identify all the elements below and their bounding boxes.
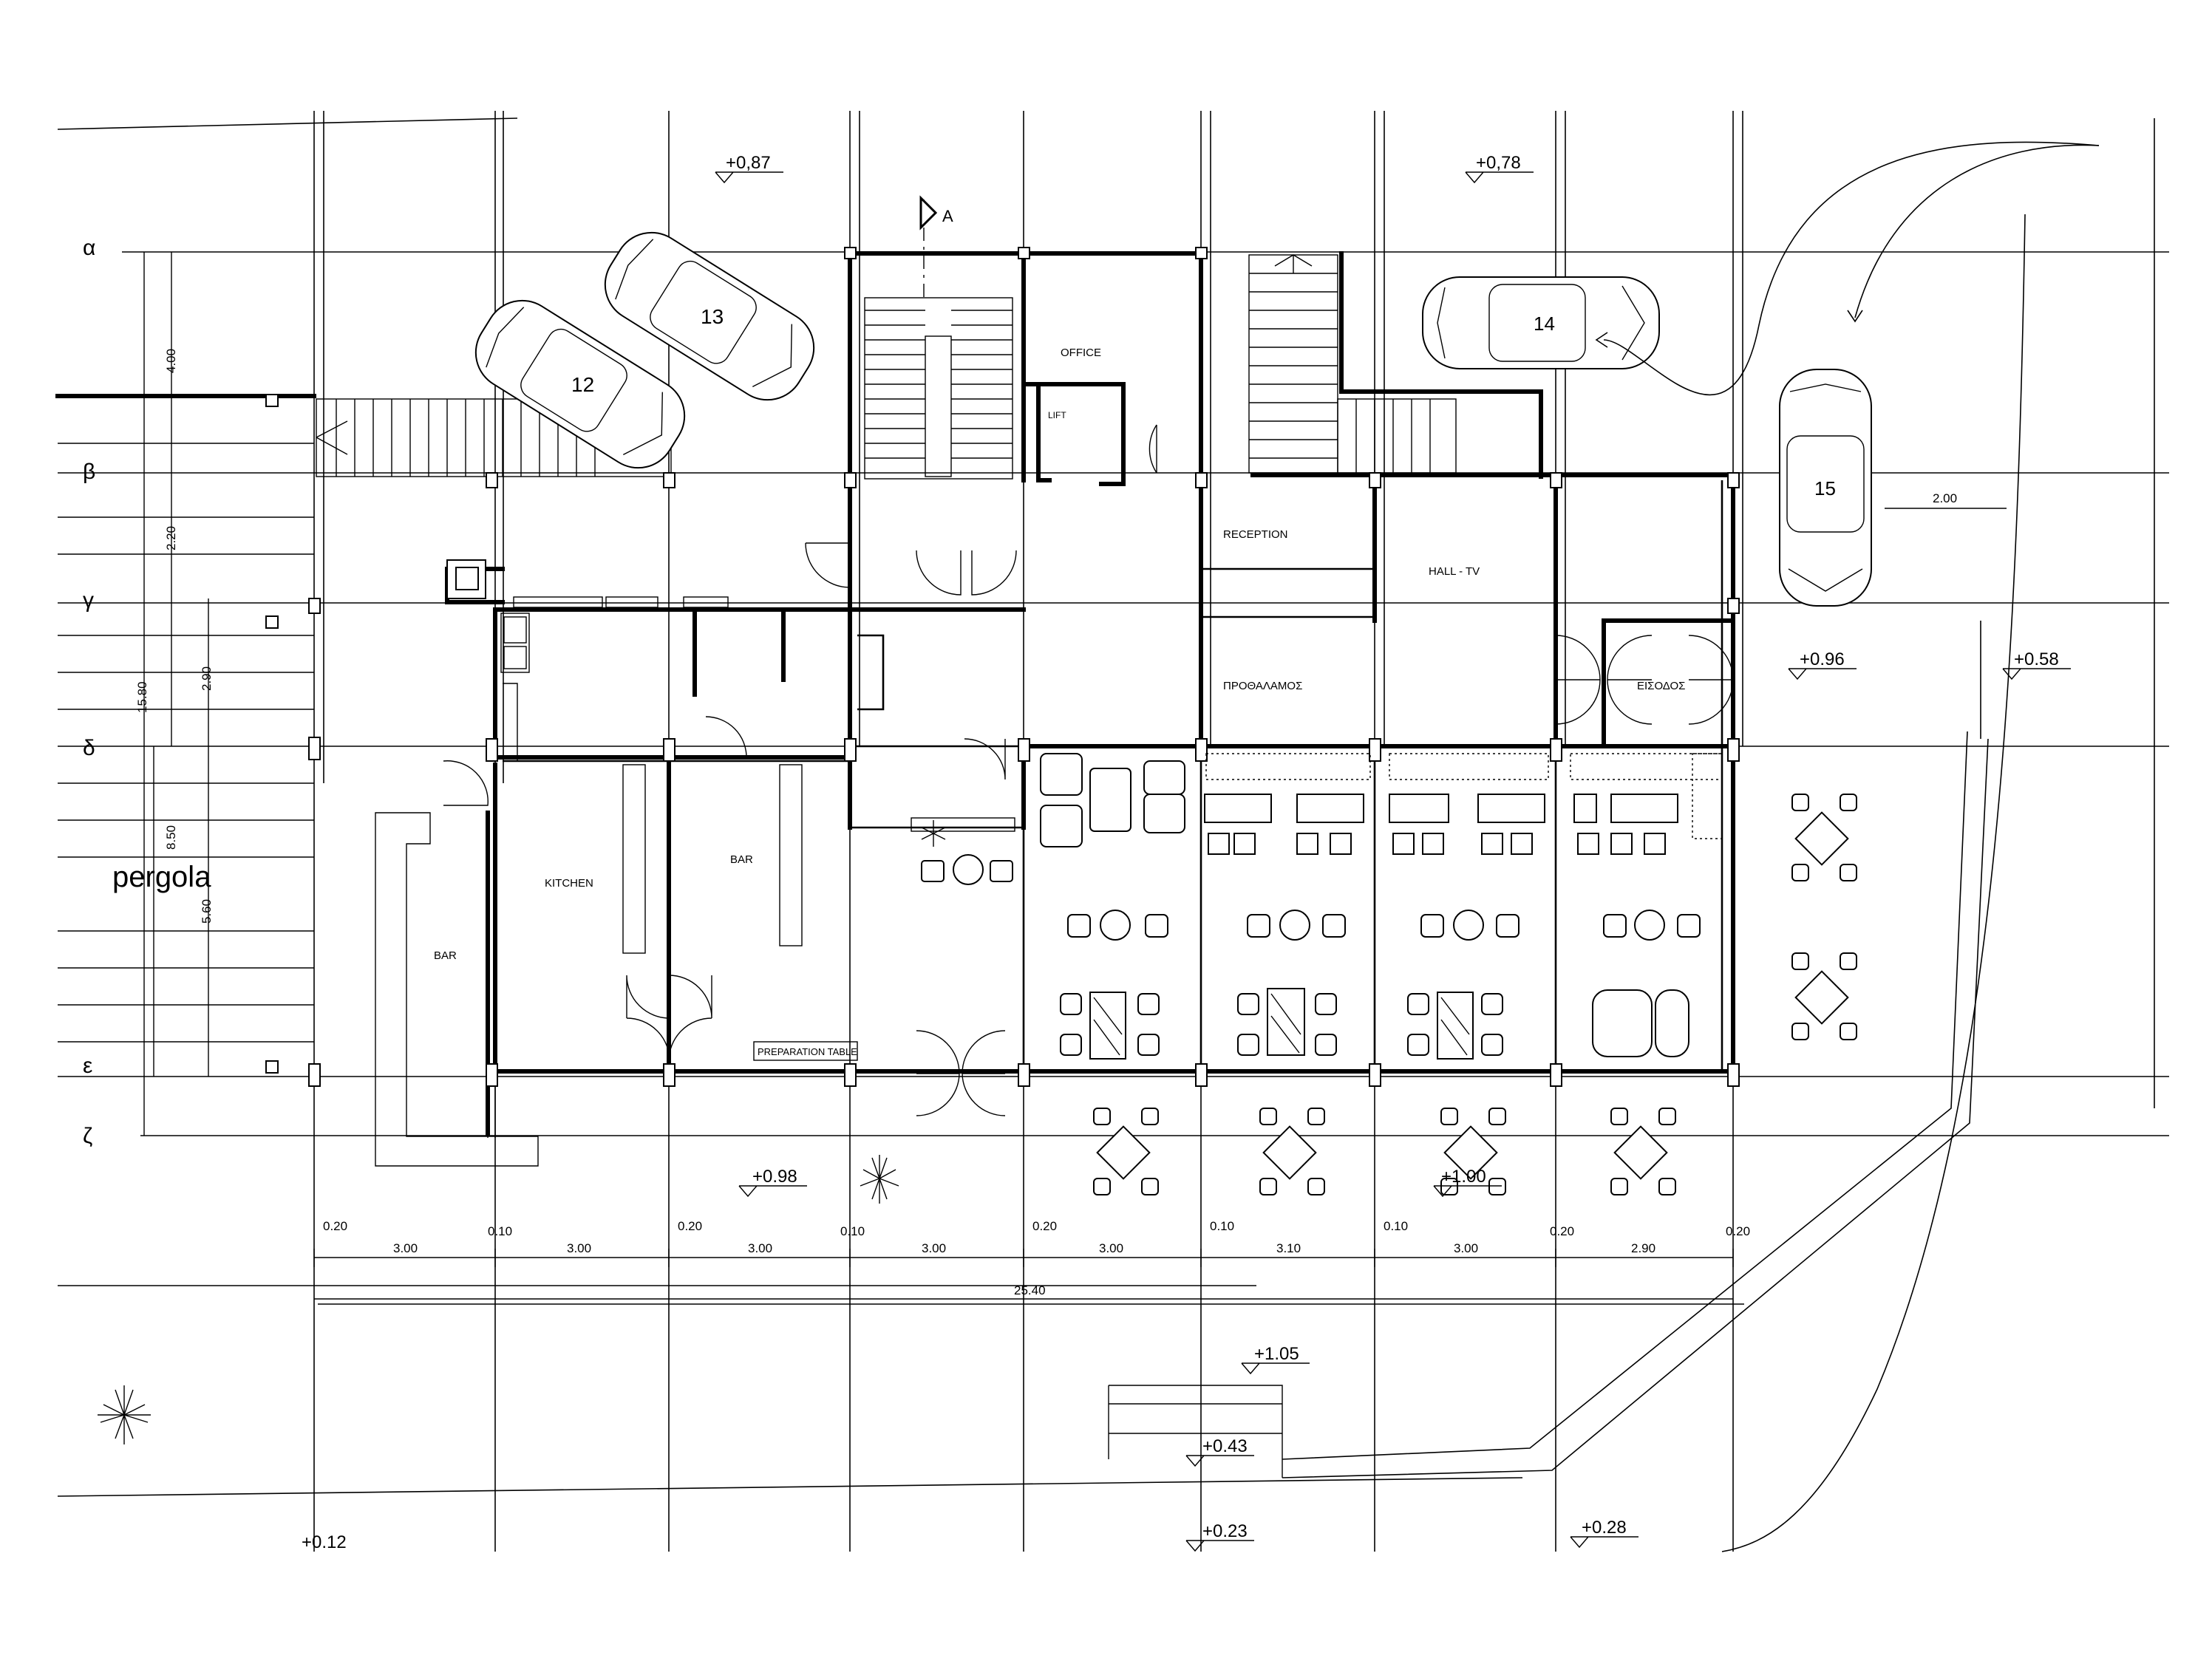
- room-office: OFFICE: [1061, 347, 1101, 359]
- room-lift: LIFT: [1048, 410, 1066, 420]
- section-marker: A: [919, 195, 953, 231]
- car-14-label: 14: [1534, 313, 1555, 335]
- car-13: 13: [604, 231, 815, 401]
- colw-6: 0.10: [1210, 1219, 1234, 1233]
- vertical-dimensions: 4.00 2.20 2.90 15.80 8.50 5.60: [135, 252, 214, 1136]
- main-stair: [864, 199, 1013, 480]
- dim-2-90: 2.90: [200, 666, 214, 691]
- level-0-96: +0.96: [1800, 649, 1845, 669]
- room-eisodos: ΕΙΣΟΔΟΣ: [1637, 680, 1685, 692]
- dim-2-20: 2.20: [164, 526, 178, 550]
- car-14: 14: [1422, 276, 1660, 369]
- parked-cars: 12 13 14 15: [474, 141, 2100, 607]
- level-0-87: +0,87: [726, 153, 771, 173]
- room-prothalamos: ΠΡΟΘΑΛΑΜΟΣ: [1223, 680, 1302, 692]
- colw-1: 0.20: [323, 1219, 347, 1233]
- dim-5-60: 5.60: [200, 899, 214, 924]
- span-2: 3.00: [567, 1241, 591, 1255]
- dim-right-2-00: 2.00: [1933, 491, 1957, 505]
- grid-row-epsilon: ε: [83, 1054, 92, 1078]
- span-4: 3.00: [922, 1241, 946, 1255]
- pergola-label: pergola: [112, 861, 211, 893]
- level-0-58: +0.58: [2014, 649, 2059, 669]
- plant-southwest: [98, 1385, 151, 1444]
- car-12-label: 12: [571, 373, 594, 396]
- level-1-05: +1.05: [1254, 1344, 1299, 1364]
- section-marker-label: A: [942, 207, 953, 225]
- grid-row-alpha: α: [83, 236, 95, 260]
- restaurant-furniture: [911, 753, 1857, 1195]
- colw-8: 0.20: [1550, 1224, 1574, 1238]
- room-bar-outer: BAR: [434, 949, 457, 962]
- level-0-43: +0.43: [1202, 1436, 1248, 1456]
- span-5: 3.00: [1099, 1241, 1123, 1255]
- kitchen-fittings: [500, 596, 803, 954]
- dim-4-00: 4.00: [164, 349, 178, 373]
- preparation-table-label: PREPARATION TABLE: [758, 1046, 857, 1057]
- span-6: 3.10: [1276, 1241, 1301, 1255]
- dim-8-50: 8.50: [164, 825, 178, 850]
- level-0-28: +0.28: [1582, 1518, 1627, 1538]
- car-12: 12: [474, 299, 686, 469]
- colw-4: 0.10: [840, 1224, 865, 1238]
- level-0-98: +0.98: [752, 1167, 797, 1187]
- span-7: 3.00: [1454, 1241, 1478, 1255]
- span-total: 25.40: [1014, 1283, 1046, 1297]
- colw-9: 0.20: [1726, 1224, 1750, 1238]
- dim-15-80: 15.80: [135, 681, 149, 713]
- outer-bar-counter: [375, 812, 539, 1167]
- grid-row-beta: β: [83, 460, 95, 484]
- grid-row-zeta: ζ: [83, 1124, 92, 1148]
- bottom-dimensions: 0.20 0.10 0.20 0.10 0.20 0.10 0.10 0.20 …: [313, 1219, 1750, 1300]
- right-stair: [1248, 254, 1457, 474]
- room-reception: RECEPTION: [1223, 528, 1288, 541]
- colw-7: 0.10: [1384, 1219, 1408, 1233]
- room-kitchen: KITCHEN: [545, 877, 593, 890]
- colw-2: 0.10: [488, 1224, 512, 1238]
- level-0-78: +0,78: [1476, 153, 1521, 173]
- level-markers: +0,87 +0,78 +0.96 +0.58 +0.98 +1.00 +1.0…: [302, 153, 2071, 1552]
- plants: [98, 820, 946, 1444]
- doors: [443, 424, 1734, 1116]
- span-8: 2.90: [1631, 1241, 1655, 1255]
- car-13-label: 13: [701, 305, 724, 328]
- room-hall-tv: HALL - TV: [1429, 565, 1480, 578]
- colw-5: 0.20: [1032, 1219, 1057, 1233]
- level-1-00: +1.00: [1441, 1167, 1486, 1187]
- preparation-table: PREPARATION TABLE: [753, 1041, 858, 1061]
- level-0-12: +0.12: [302, 1532, 347, 1552]
- span-3: 3.00: [748, 1241, 772, 1255]
- car-15-label: 15: [1814, 477, 1836, 499]
- pergola: pergola: [55, 394, 316, 1043]
- grid-row-gamma: γ: [83, 588, 94, 613]
- car-15: 15: [1779, 369, 1872, 607]
- colw-3: 0.20: [678, 1219, 702, 1233]
- right-dimension: 2.00: [1885, 491, 2007, 509]
- room-labels: OFFICE LIFT RECEPTION HALL - TV ΠΡΟΘΑΛΑΜ…: [434, 347, 1685, 962]
- span-1: 3.00: [393, 1241, 418, 1255]
- room-bar-inner: BAR: [730, 853, 753, 866]
- columns: [265, 247, 1740, 1087]
- plant-south: [860, 1155, 899, 1204]
- grid-row-delta: δ: [83, 736, 95, 760]
- level-0-23: +0.23: [1202, 1521, 1248, 1541]
- plant-entry: [921, 820, 946, 847]
- site-boundary: [1108, 118, 2155, 1552]
- grid-row-labels: α β γ δ ε ζ: [83, 236, 95, 1148]
